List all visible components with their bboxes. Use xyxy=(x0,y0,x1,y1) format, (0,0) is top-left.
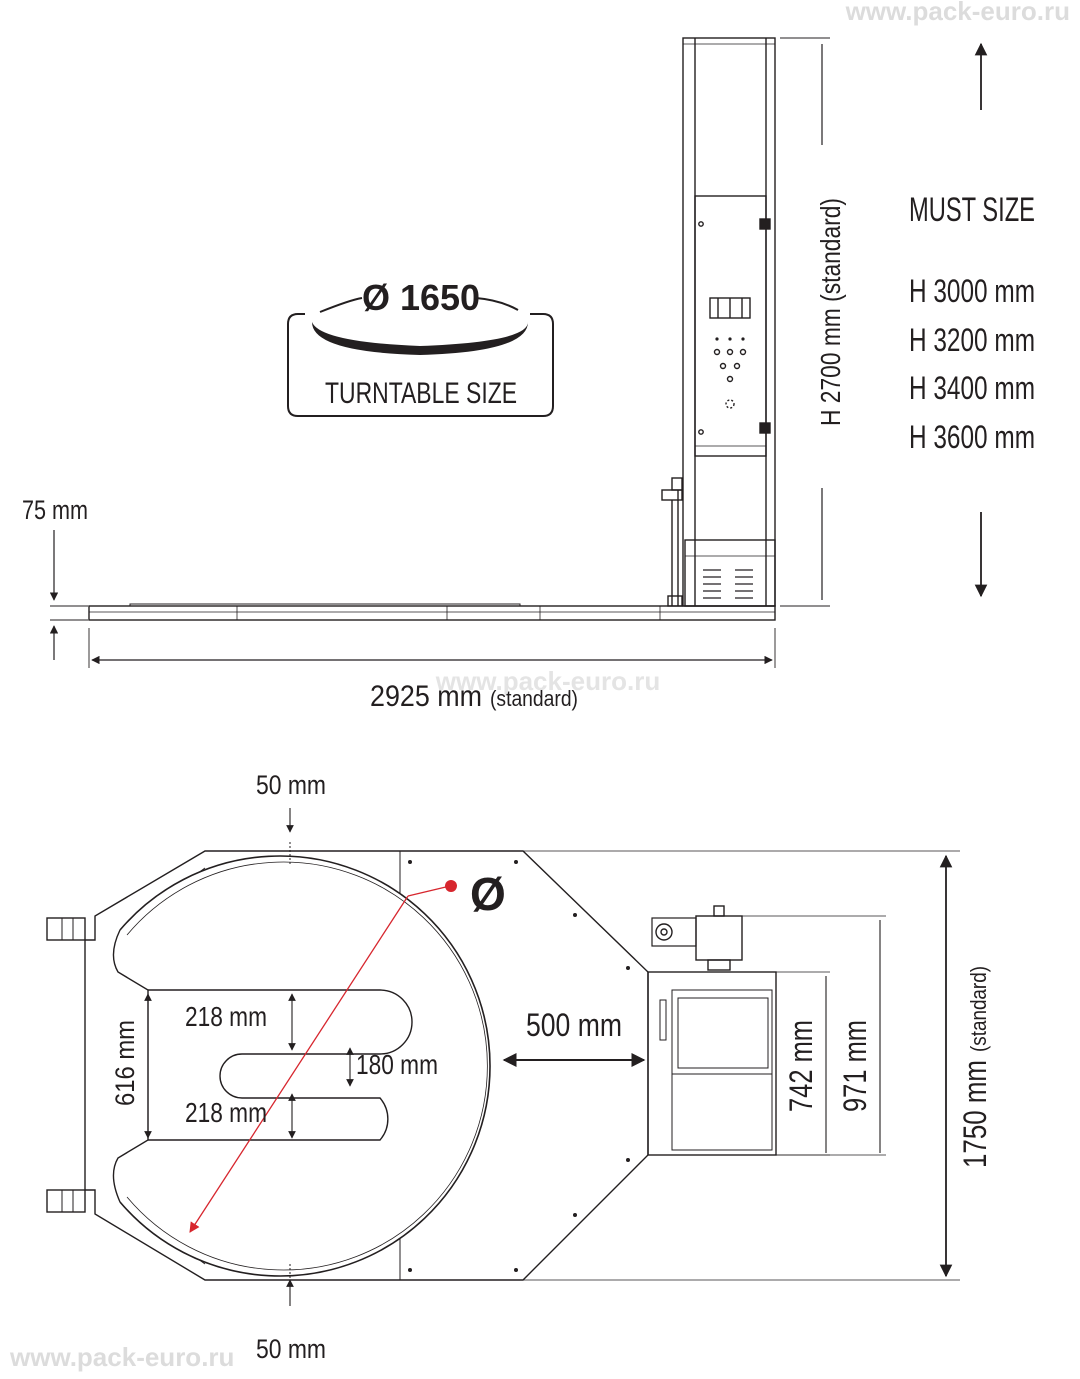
top-view xyxy=(46,808,960,1306)
fork-tip-bottom xyxy=(46,1189,86,1213)
film-unit xyxy=(695,915,743,961)
diameter-symbol: Ø xyxy=(470,868,506,920)
must-size-title: MUST SIZE xyxy=(909,191,1035,229)
mast-base xyxy=(647,971,777,1156)
motor-housing xyxy=(684,539,776,607)
length-note: (standard) xyxy=(490,686,578,711)
diameter-indicator: Ø xyxy=(189,868,506,1233)
fork-width-label: 616 mm xyxy=(110,1020,140,1106)
overall-width-label: 1750 mm xyxy=(957,1060,993,1168)
base-platform xyxy=(88,605,776,621)
length-label: 2925 mm xyxy=(370,680,482,713)
gap-label: 500 mm xyxy=(526,1007,622,1043)
must-size-option: H 3200 mm xyxy=(909,322,1035,358)
watermark-top: www.pack-euro.ru xyxy=(845,0,1070,26)
turntable-diameter: Ø 1650 xyxy=(362,277,480,318)
slot-gap-label: 180 mm xyxy=(356,1049,438,1080)
turntable-badge: Ø 1650 TURNTABLE SIZE xyxy=(287,277,554,417)
mast xyxy=(661,37,776,607)
must-size-option: H 3400 mm xyxy=(909,370,1035,406)
side-view xyxy=(49,37,988,668)
watermark-middle: www.pack-euro.ru xyxy=(435,666,660,696)
watermark-bottom: www.pack-euro.ru xyxy=(9,1342,234,1372)
depth-inner-label: 742 mm xyxy=(783,1020,819,1112)
must-size-option: H 3600 mm xyxy=(909,419,1035,455)
slot-upper-label: 218 mm xyxy=(185,1001,267,1032)
clearance-bottom-label: 50 mm xyxy=(256,1334,326,1364)
mast-height-label: H 2700 mm (standard) xyxy=(815,198,846,426)
base-height-label: 75 mm xyxy=(22,495,88,525)
carriage xyxy=(694,195,767,457)
turntable-label: TURNTABLE SIZE xyxy=(325,377,517,410)
clearance-top-label: 50 mm xyxy=(256,770,326,800)
must-size-option: H 3000 mm xyxy=(909,273,1035,309)
slot-lower-label: 218 mm xyxy=(185,1097,267,1128)
turntable-circle xyxy=(119,855,491,1277)
overall-width-note: (standard) xyxy=(966,966,991,1052)
must-size-block: MUST SIZE H 3000 mm H 3200 mm H 3400 mm … xyxy=(909,191,1035,455)
depth-outer-label: 971 mm xyxy=(837,1020,873,1112)
fork-slots xyxy=(148,989,413,1141)
fork-tip-top xyxy=(46,917,86,941)
